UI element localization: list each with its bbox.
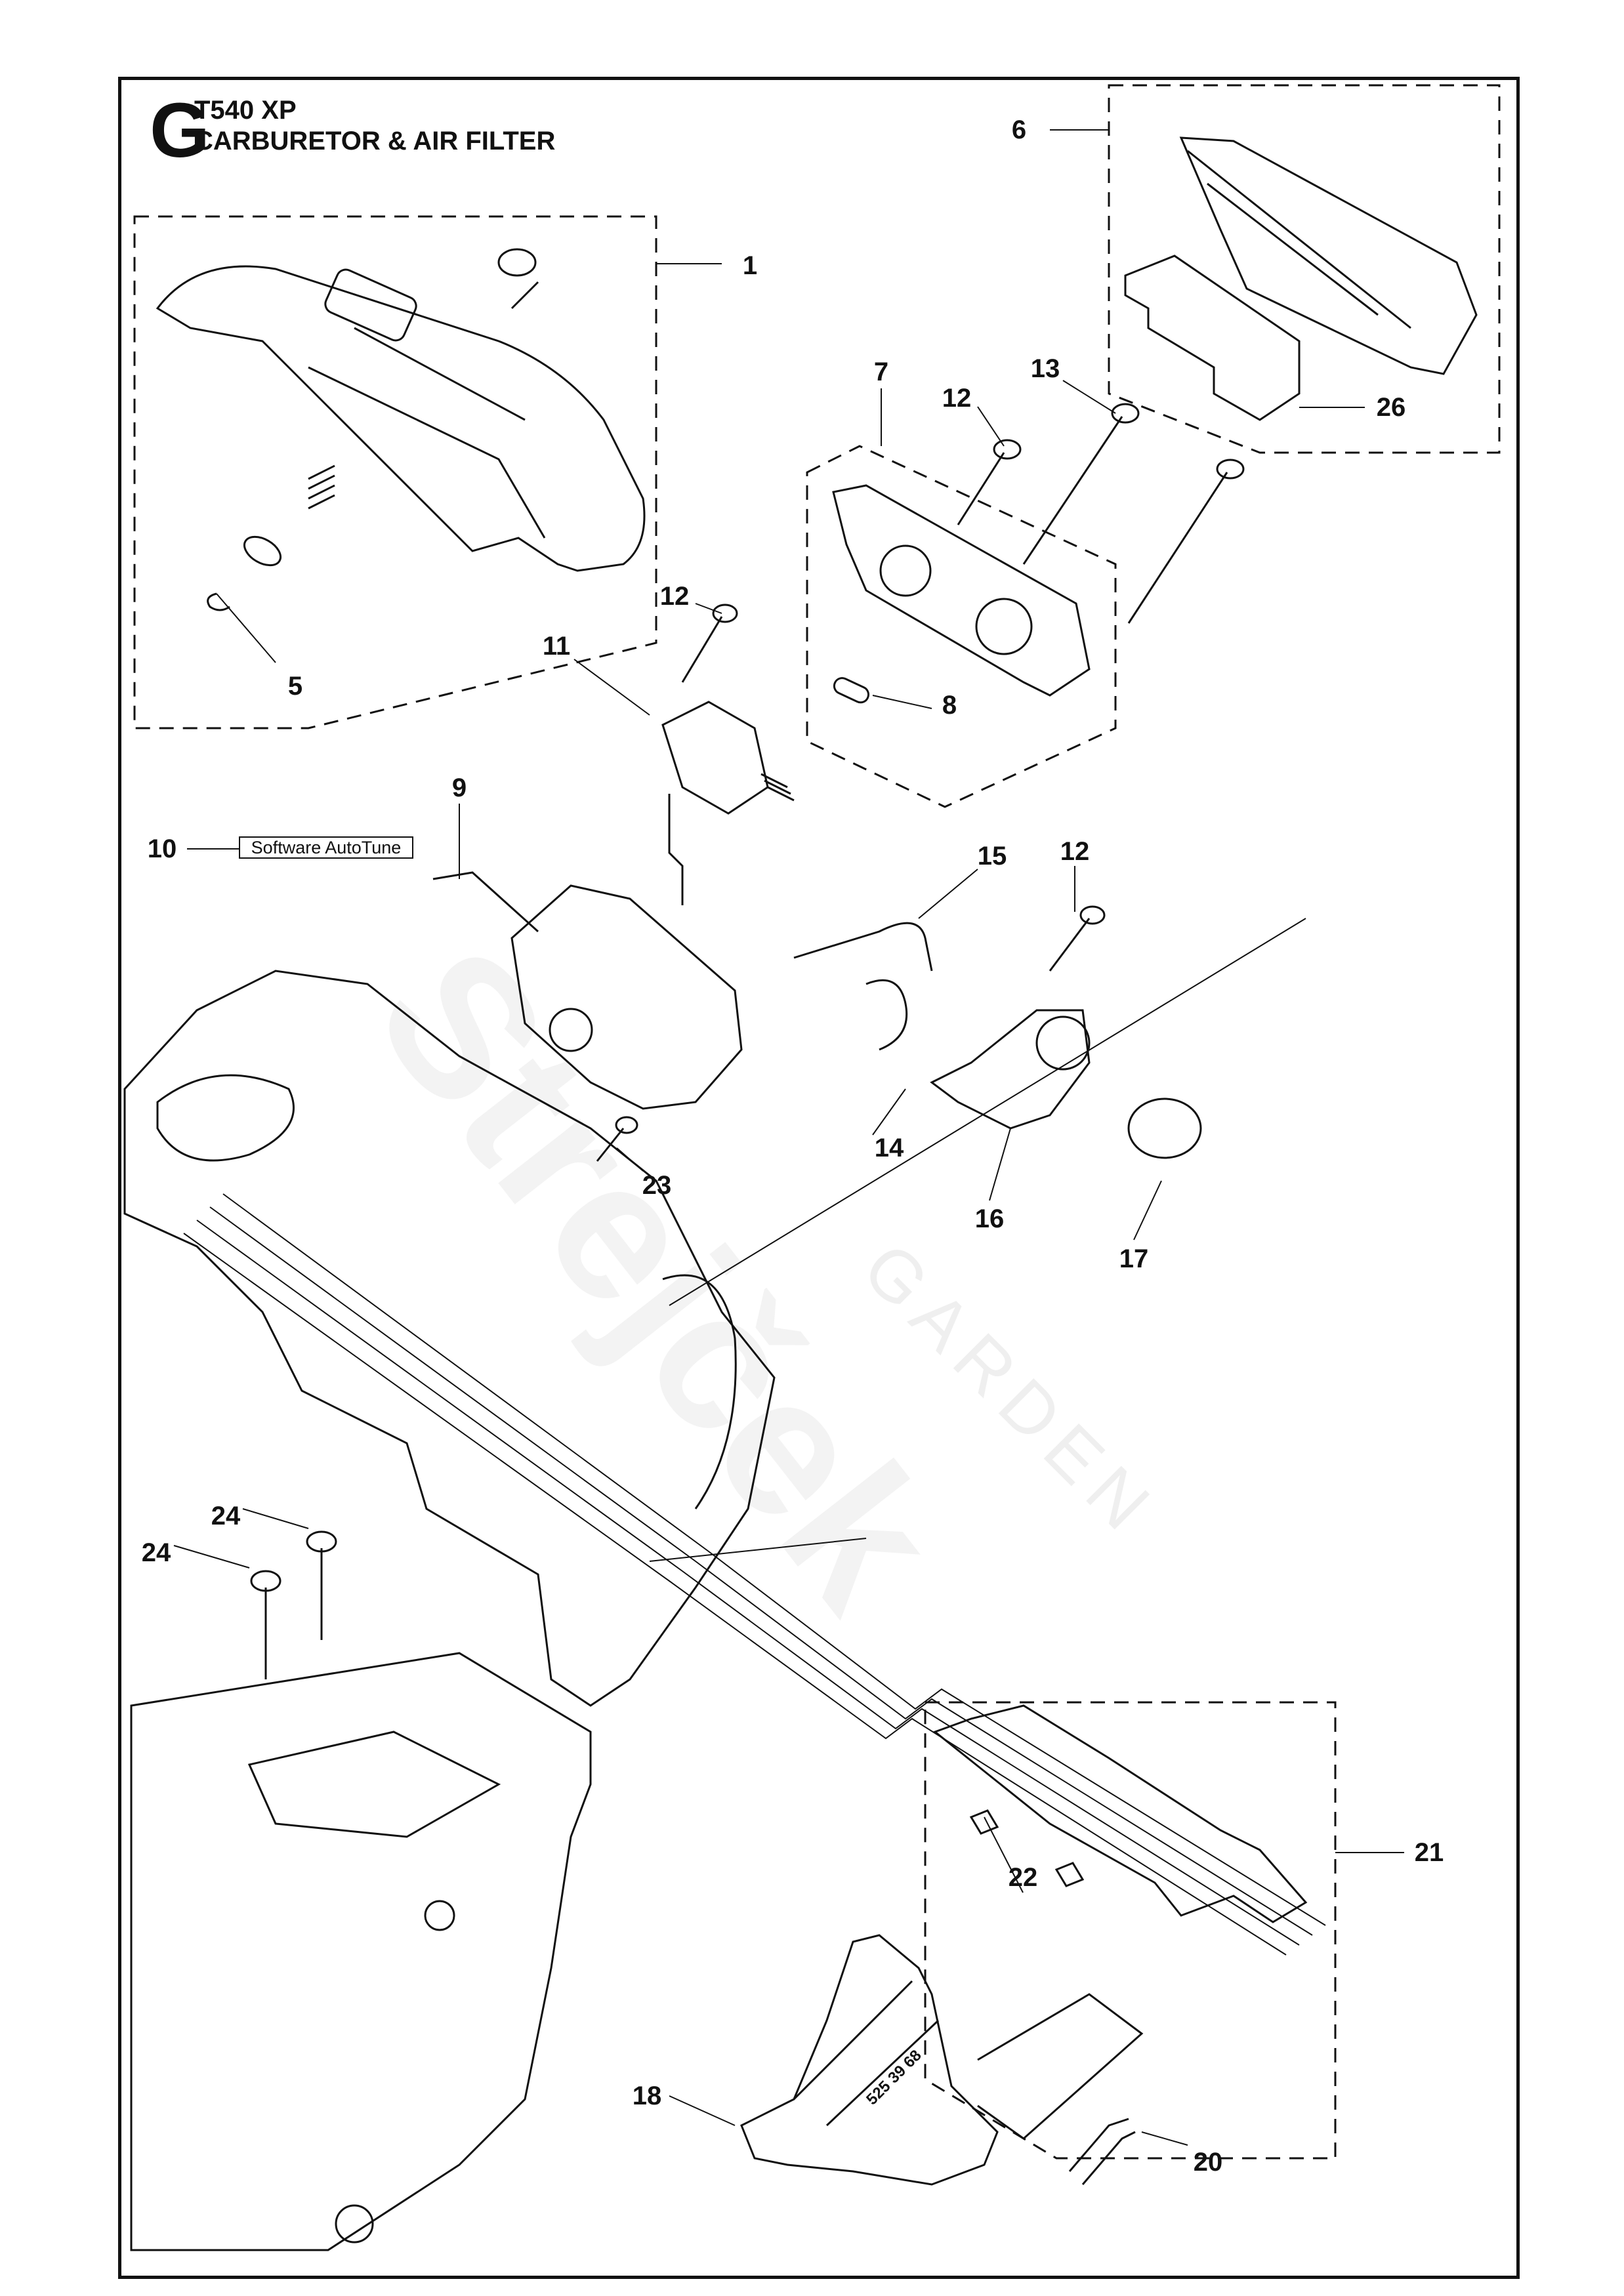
- callout-12-top[interactable]: 12: [942, 384, 972, 413]
- cover-shape: [156, 265, 646, 572]
- clip-5: [207, 592, 230, 611]
- screw-13b: [1127, 472, 1228, 624]
- nut-22b: [1054, 1862, 1085, 1887]
- callout-9[interactable]: 9: [451, 773, 467, 802]
- diagram-frame: [118, 77, 1520, 2279]
- gasket-8: [833, 677, 870, 704]
- engine-block: [130, 1652, 592, 2251]
- section-letter: G: [150, 87, 210, 174]
- callout-7[interactable]: 7: [873, 358, 889, 386]
- group-box-7: [806, 445, 1117, 808]
- logo-badge: [324, 268, 417, 342]
- callout-1[interactable]: 1: [742, 251, 758, 280]
- callout-5[interactable]: 5: [287, 672, 303, 701]
- coil-wire: [760, 773, 795, 802]
- housing: [123, 970, 776, 1707]
- callout-13[interactable]: 13: [1030, 354, 1060, 383]
- screw-12b: [681, 616, 723, 683]
- screw-12a: [957, 452, 1005, 525]
- group-box-21: [924, 1701, 1337, 2160]
- intake-stamp: 525 39 68: [863, 2047, 925, 2109]
- callout-24-right[interactable]: 24: [211, 1502, 241, 1530]
- screw-12c: [1049, 918, 1091, 972]
- screw-13: [1022, 416, 1123, 565]
- callout-8[interactable]: 8: [942, 691, 957, 720]
- flange-plate: [832, 484, 1091, 697]
- callout-21[interactable]: 21: [1414, 1838, 1444, 1867]
- callout-16[interactable]: 16: [974, 1204, 1005, 1233]
- callout-6[interactable]: 6: [1011, 115, 1027, 144]
- cover-inner: [308, 327, 546, 539]
- callout-12-mid[interactable]: 12: [659, 582, 690, 611]
- callout-15[interactable]: 15: [977, 842, 1007, 871]
- callout-24-left[interactable]: 24: [141, 1538, 171, 1567]
- callout-23[interactable]: 23: [642, 1171, 672, 1200]
- callout-17[interactable]: 17: [1119, 1244, 1149, 1273]
- housing-rim: [662, 1274, 737, 1509]
- callout-20[interactable]: 20: [1193, 2148, 1223, 2177]
- solenoid-valve: [661, 701, 769, 815]
- hose-20: [1068, 2118, 1136, 2185]
- carb-holder: [932, 1704, 1308, 1923]
- filter-cover: [1179, 136, 1478, 375]
- manifold-tube: [793, 1980, 940, 2127]
- group-box-1: [133, 215, 657, 729]
- primer-holder: [930, 1009, 1091, 1130]
- callout-12-right[interactable]: 12: [1060, 837, 1090, 866]
- primer-bulb: [1127, 1097, 1202, 1159]
- housing-window: [156, 1074, 295, 1162]
- carburetor-body: [510, 884, 743, 1110]
- engine-opening: [247, 1731, 501, 1838]
- callout-14[interactable]: 14: [874, 1134, 904, 1162]
- callout-26[interactable]: 26: [1376, 393, 1406, 422]
- fuel-hose-15: [793, 922, 933, 972]
- diagram-title: CARBURETOR & AIR FILTER: [194, 127, 556, 155]
- fuel-hose-14: [865, 979, 908, 1051]
- knob: [497, 248, 539, 310]
- callout-10[interactable]: 10: [147, 834, 177, 863]
- bracket-20: [977, 1993, 1144, 2140]
- nut-22a: [969, 1809, 999, 1835]
- connector: [668, 794, 684, 905]
- intake-manifold: [740, 1934, 999, 2186]
- group-box-6: [1108, 84, 1501, 454]
- filter-frame: [1187, 150, 1411, 329]
- callout-11[interactable]: 11: [542, 632, 571, 661]
- leader-bundle: [183, 1193, 1326, 1956]
- foam-26: [1124, 255, 1301, 421]
- callout-22[interactable]: 22: [1008, 1863, 1038, 1892]
- throttle-lever-9: [432, 871, 539, 933]
- callout-18[interactable]: 18: [632, 2081, 662, 2110]
- spring: [308, 464, 335, 510]
- model-name: T540 XP: [194, 96, 297, 125]
- software-autotune-note: Software AutoTune: [239, 836, 413, 859]
- washer: [243, 535, 281, 567]
- leader-diagonals: [649, 918, 1306, 1562]
